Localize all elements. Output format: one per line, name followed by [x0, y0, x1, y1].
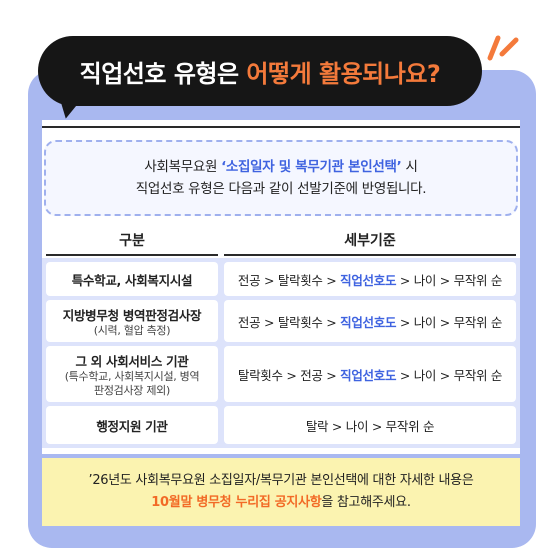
- criteria-before: 전공 > 탈락횟수 >: [237, 272, 341, 288]
- table-row: 지방병무청 병역판정검사장 (시력, 혈압 측정) 전공 > 탈락횟수 > 직업…: [46, 300, 516, 342]
- table-header: 구분 세부기준: [46, 226, 516, 256]
- category-label: 특수학교, 사회복지시설: [71, 272, 193, 288]
- category-label: 지방병무청 병역판정검사장: [62, 307, 202, 323]
- title-speech-bubble: 직업선호 유형은 어떻게 활용되나요?: [38, 36, 482, 106]
- criteria-after: > 나이 > 무작위 순: [396, 314, 503, 330]
- criteria-highlight: 직업선호도: [340, 272, 397, 288]
- title-part1: 직업선호 유형은: [79, 59, 247, 88]
- intro-line-2: 직업선호 유형은 다음과 같이 선발기준에 반영됩니다.: [135, 181, 427, 197]
- category-label: 행정지원 기관: [96, 418, 168, 434]
- note-suffix: 을 참고해주세요.: [321, 495, 411, 510]
- category-sub: (시력, 혈압 측정): [93, 323, 171, 337]
- note-box: ’26년도 사회복무요원 소집일자/복무기관 본인선택에 대한 자세한 내용은 …: [42, 458, 520, 526]
- intro-line-1: 사회복무요원 ‘소집일자 및 복무기관 본인선택’ 시: [144, 156, 418, 178]
- row-criteria: 전공 > 탈락횟수 > 직업선호도 > 나이 > 무작위 순: [224, 300, 516, 342]
- table-row: 특수학교, 사회복지시설 전공 > 탈락횟수 > 직업선호도 > 나이 > 무작…: [46, 262, 516, 296]
- row-criteria: 탈락횟수 > 전공 > 직업선호도 > 나이 > 무작위 순: [224, 346, 516, 402]
- title-part2: 어떻게 활용되나요?: [246, 59, 441, 88]
- criteria-before: 전공 > 탈락횟수 >: [237, 314, 341, 330]
- row-category: 행정지원 기관: [46, 406, 218, 444]
- divider-line: [42, 126, 520, 128]
- intro-highlight: ‘소집일자 및 복무기관 본인선택’: [221, 159, 402, 175]
- intro-box: 사회복무요원 ‘소집일자 및 복무기관 본인선택’ 시 직업선호 유형은 다음과…: [44, 140, 518, 216]
- table-row: 그 외 사회서비스 기관 (특수학교, 사회복지시설, 병역판정검사장 제외) …: [46, 346, 516, 402]
- intro-prefix: 사회복무요원: [144, 159, 222, 175]
- row-category: 특수학교, 사회복지시설: [46, 262, 218, 296]
- header-category: 구분: [46, 226, 218, 256]
- table-row: 행정지원 기관 탈락 > 나이 > 무작위 순: [46, 406, 516, 444]
- criteria-highlight: 직업선호도: [340, 314, 397, 330]
- criteria-before: 탈락횟수 > 전공 >: [237, 367, 341, 383]
- row-category: 지방병무청 병역판정검사장 (시력, 혈압 측정): [46, 300, 218, 342]
- row-category: 그 외 사회서비스 기관 (특수학교, 사회복지시설, 병역판정검사장 제외): [46, 346, 218, 402]
- header-criteria: 세부기준: [224, 226, 516, 256]
- page-title: 직업선호 유형은 어떻게 활용되나요?: [80, 54, 441, 89]
- note-line-2: 10월말 병무청 누리집 공지사항을 참고해주세요.: [151, 492, 411, 514]
- spark-icon: [487, 35, 519, 61]
- category-sub: (특수학교, 사회복지시설, 병역판정검사장 제외): [64, 369, 200, 397]
- row-criteria: 전공 > 탈락횟수 > 직업선호도 > 나이 > 무작위 순: [224, 262, 516, 296]
- category-label: 그 외 사회서비스 기관: [75, 353, 189, 369]
- intro-suffix: 시: [401, 159, 418, 175]
- row-criteria: 탈락 > 나이 > 무작위 순: [224, 406, 516, 444]
- note-line-1: ’26년도 사회복무요원 소집일자/복무기관 본인선택에 대한 자세한 내용은: [88, 473, 474, 488]
- criteria-after: > 나이 > 무작위 순: [396, 367, 503, 383]
- criteria-after: > 나이 > 무작위 순: [396, 272, 503, 288]
- note-highlight: 10월말 병무청 누리집 공지사항: [151, 495, 322, 510]
- criteria-highlight: 직업선호도: [340, 367, 397, 383]
- criteria-before: 탈락 > 나이 > 무작위 순: [305, 418, 435, 434]
